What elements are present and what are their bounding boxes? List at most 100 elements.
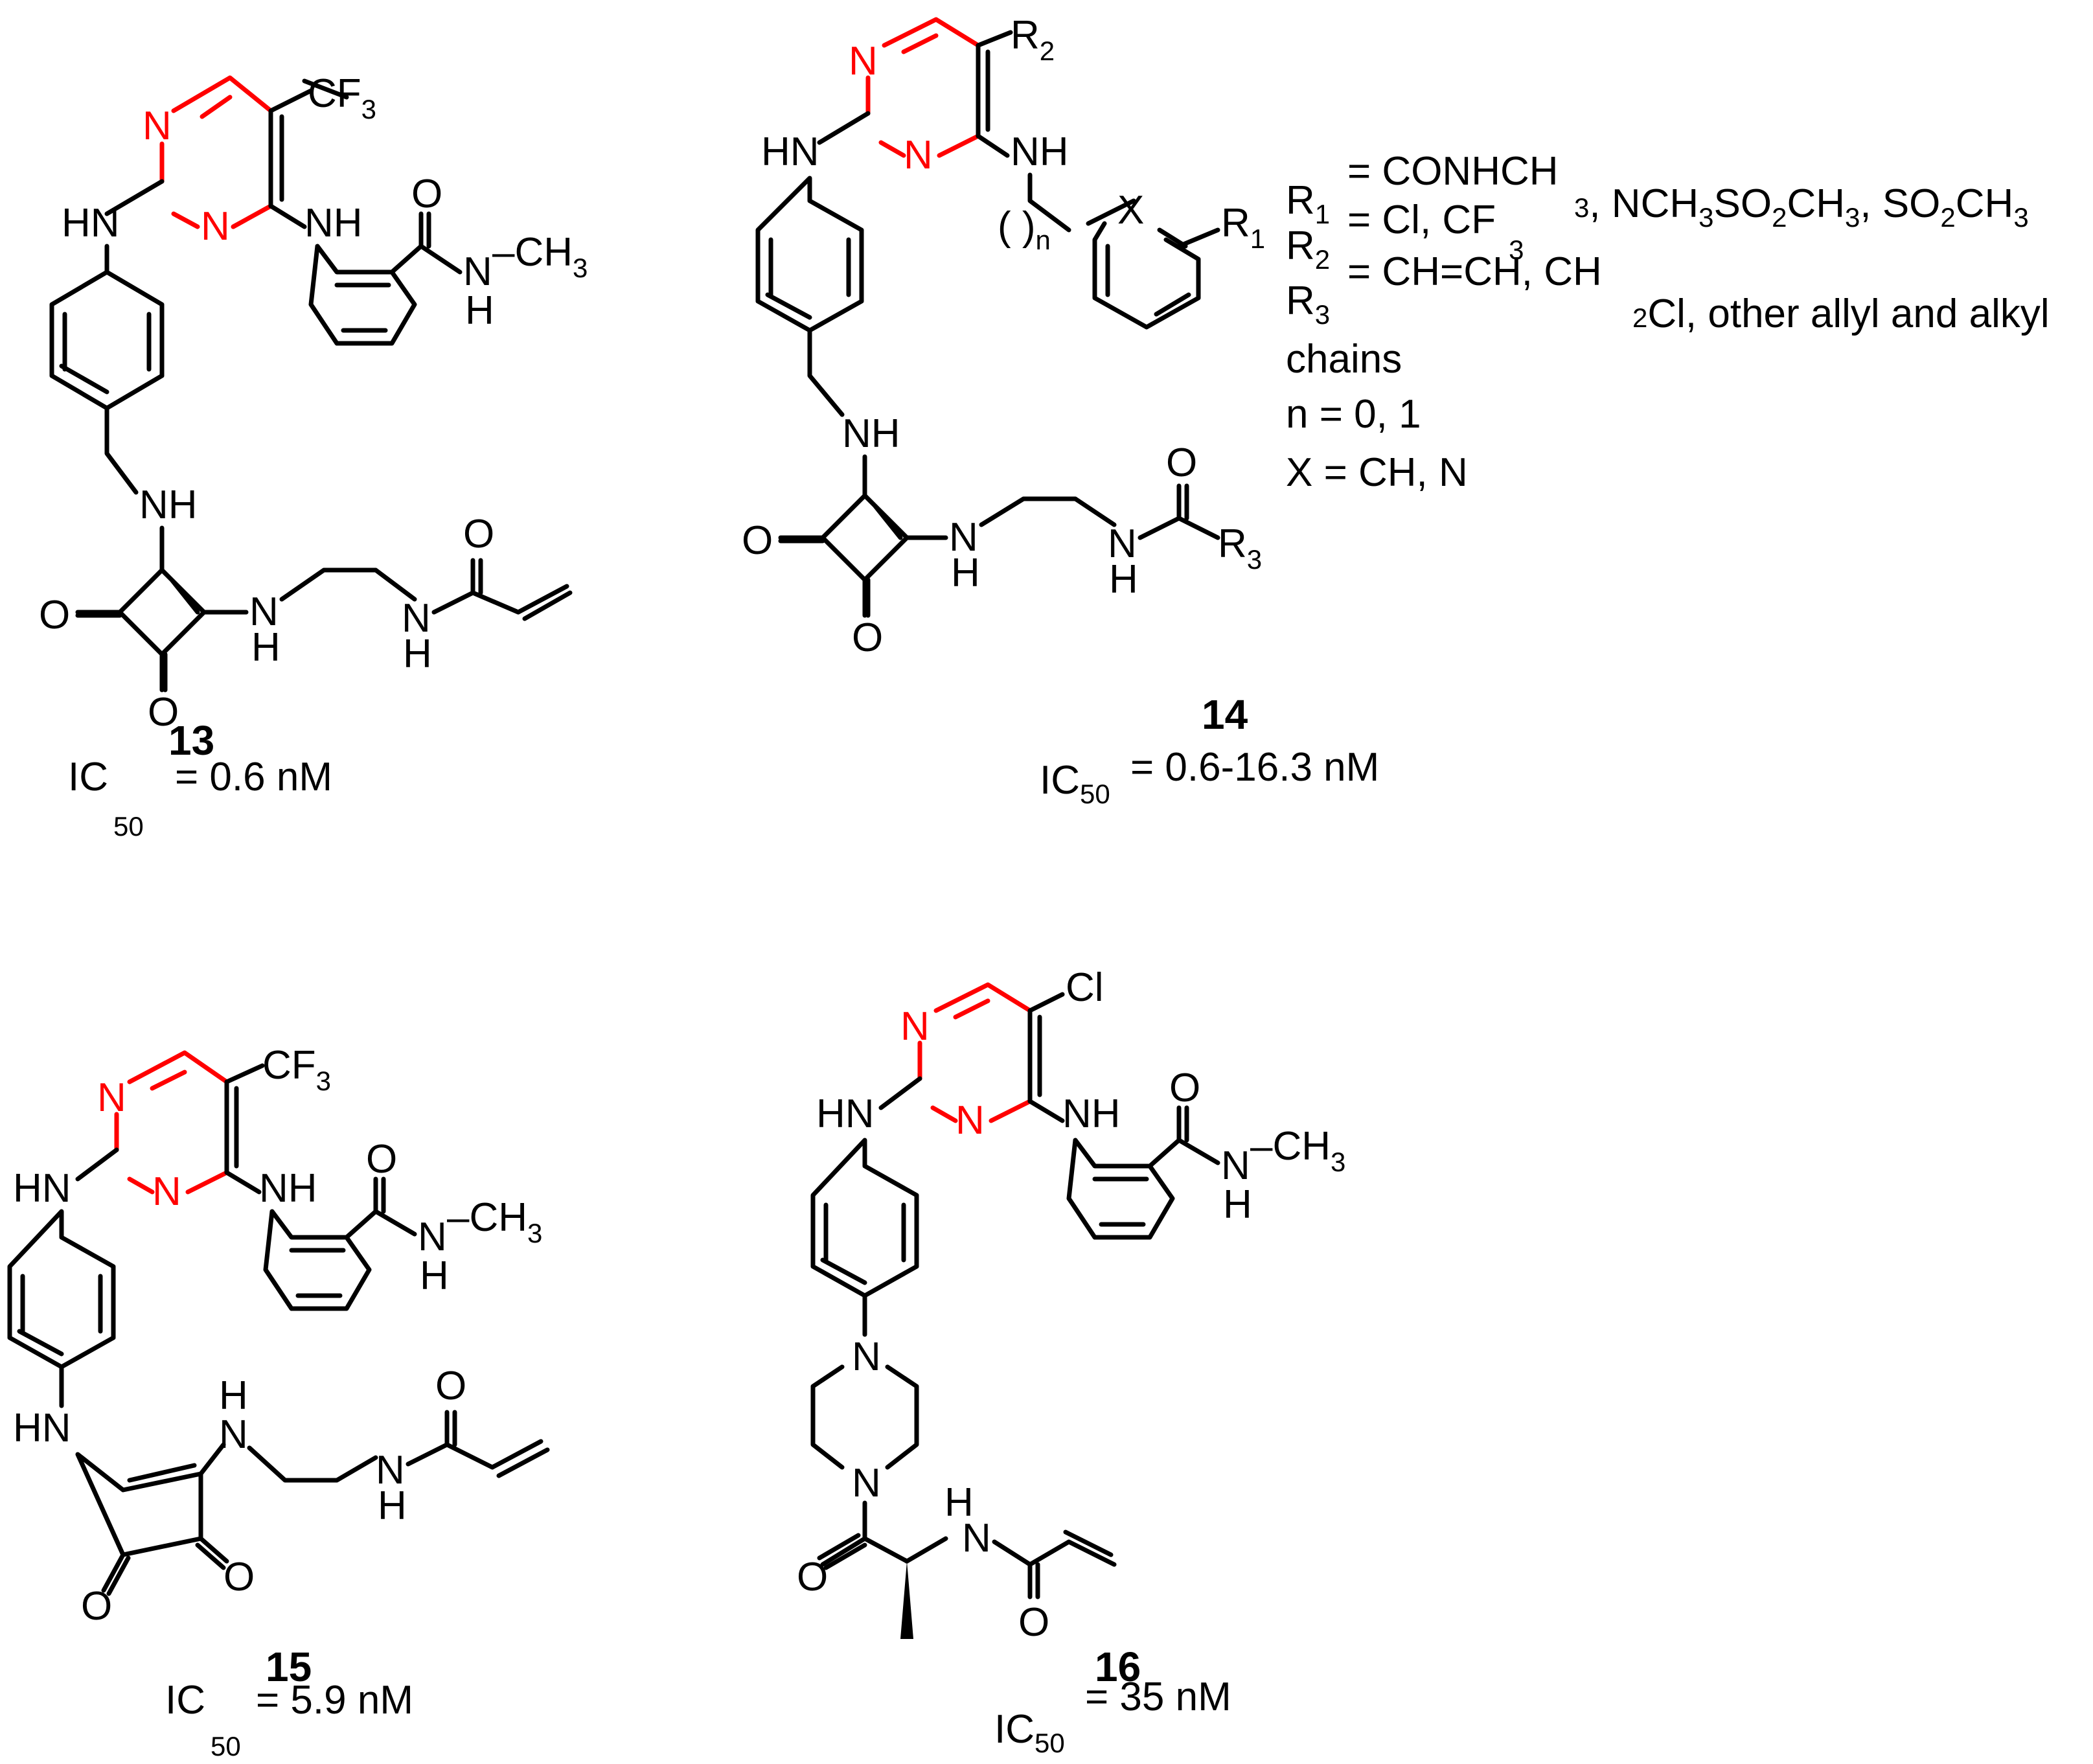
compound-number: 15 [266, 1644, 312, 1690]
atom-n-mid: N [955, 1098, 985, 1143]
pyrimidine-ring [114, 1050, 229, 1195]
atom-n-pip1: N [852, 1334, 881, 1379]
aniline-ring [810, 1138, 919, 1298]
ch3-label: –CH3 [1250, 1124, 1345, 1177]
hn-left: HN [761, 130, 819, 174]
compound-16: Cl N N HN NH N N O H N O O N H –CH3 16 I… [797, 965, 1345, 1758]
atom-n-mid: N [201, 204, 230, 249]
atom-n-pip2: N [852, 1461, 881, 1506]
pyrimidine-ring-lower [159, 141, 273, 229]
compound-number: 16 [1095, 1644, 1141, 1690]
legend-n-values: n = 0, 1 [1286, 392, 1421, 437]
atom-n-top: N [900, 1004, 930, 1049]
legend-r1-continued: 3, NCH3SO2CH3, SO2CH3 [1574, 181, 2029, 233]
hn-linker: HN [13, 1406, 71, 1450]
atom-n-top: N [143, 104, 172, 148]
cf3-label: CF3 [262, 1043, 331, 1096]
aniline-ring [755, 176, 864, 333]
atom-n-chain2: N [402, 596, 431, 641]
atom-o-amide: O [366, 1137, 397, 1182]
atom-n-amide: N [418, 1215, 447, 1259]
atom-n-top: N [97, 1075, 126, 1120]
pyrimidine-ring [171, 75, 273, 119]
hn-left: HN [816, 1092, 875, 1136]
legend-r2-label: R2 [1286, 223, 1330, 275]
pyrimidine-ring [865, 17, 981, 158]
atom-o2: O [223, 1555, 255, 1599]
benzamide-ring [263, 1209, 372, 1311]
atom-h-chain2: H [378, 1483, 407, 1528]
ic50-label: IC50 [994, 1707, 1065, 1758]
compound-number: 14 [1202, 691, 1248, 738]
pyrimidine-ring [917, 982, 1033, 1123]
atom-n-chain2: N [1108, 521, 1137, 566]
atom-o-carbonyl: O [797, 1555, 828, 1599]
atom-o1: O [81, 1584, 112, 1629]
aniline-ring [49, 244, 165, 411]
stereo-wedge [900, 1561, 913, 1639]
legend-r1-label: R1 [1286, 178, 1330, 229]
ic50-label: IC50 [1040, 758, 1110, 809]
atom-o-amide: O [1169, 1066, 1200, 1110]
legend-chains: chains [1286, 337, 1402, 382]
atom-h-chain2: H [1109, 557, 1138, 602]
atom-n-sq: N [219, 1412, 248, 1457]
aryl-ring [1092, 221, 1201, 330]
atom-h-chain2: H [403, 632, 432, 676]
atom-n-amide: N [1221, 1143, 1250, 1188]
benzamide-ring [308, 244, 417, 346]
ch3-label: –CH3 [447, 1195, 542, 1248]
piperazine-ring [810, 1364, 919, 1470]
legend-r1-text: = CONHCH [1347, 149, 1559, 194]
ic50-sub: 50 [113, 811, 144, 842]
atom-h-chain: H [251, 625, 280, 670]
atom-n-chain2: N [376, 1448, 405, 1493]
squaramide-ring [117, 525, 207, 657]
squaramide-ring [820, 454, 909, 582]
atom-h-amide: H [420, 1254, 449, 1298]
ic50-label: IC [165, 1678, 205, 1723]
atom-n-amide: N [463, 249, 492, 294]
legend-r3-label: R3 [1286, 279, 1330, 330]
compound-14: R2 N N HN NH ( )n X R1 NH O O N H N H O … [742, 13, 2050, 809]
ch3-label: –CH3 [492, 230, 588, 283]
ic50-value: = 5.9 nM [256, 1678, 413, 1723]
compound-number: 13 [168, 717, 214, 764]
atom-o-acryl: O [1018, 1600, 1049, 1645]
r1-label: R1 [1221, 201, 1265, 254]
legend-x-values: X = CH, N [1286, 450, 1468, 495]
cf3-label: CF3 [308, 71, 376, 124]
compound-15: N N CF3 HN NH HN O O H N N H O O N H –CH… [7, 1043, 550, 1761]
aniline-ring [7, 1209, 116, 1369]
atom-o2: O [852, 615, 883, 660]
legend-r3-text: = CH=CH, CH [1347, 249, 1602, 294]
nh-linker: NH [842, 411, 900, 456]
legend-r2-text: = Cl, CF3 [1347, 198, 1524, 265]
hn-left: HN [13, 1166, 71, 1211]
atom-o2: O [148, 690, 179, 735]
nh-linker: NH [139, 483, 198, 527]
atom-o-amide: O [411, 172, 442, 216]
atom-n-chain: N [249, 590, 279, 634]
atom-h-ala: H [944, 1480, 974, 1525]
atom-o-acryl: O [435, 1364, 466, 1408]
atom-n-top: N [849, 39, 878, 84]
atom-h-chain: H [951, 551, 980, 595]
nh-right: NH [1062, 1092, 1121, 1136]
ic50-sub: 50 [211, 1731, 241, 1761]
atom-h-sq: H [219, 1373, 248, 1418]
atom-o1: O [742, 518, 773, 563]
r2-label: R2 [1011, 13, 1055, 66]
atom-n-ala: N [962, 1516, 991, 1561]
paren-n: ( )n [998, 204, 1051, 255]
cl-label: Cl [1066, 965, 1104, 1010]
atom-o1: O [39, 593, 70, 637]
atom-n-chain: N [949, 515, 978, 560]
squaramide-ring [75, 1452, 203, 1557]
substituent-legend: = CONHCH 3, NCH3SO2CH3, SO2CH3 R1 = Cl, … [1286, 149, 2050, 495]
ic50-value: = 0.6-16.3 nM [1130, 745, 1379, 790]
atom-h-amide: H [465, 288, 494, 333]
atom-n-mid: N [904, 133, 933, 178]
legend-r3-continued: 2Cl, other allyl and alkyl [1632, 292, 2050, 336]
